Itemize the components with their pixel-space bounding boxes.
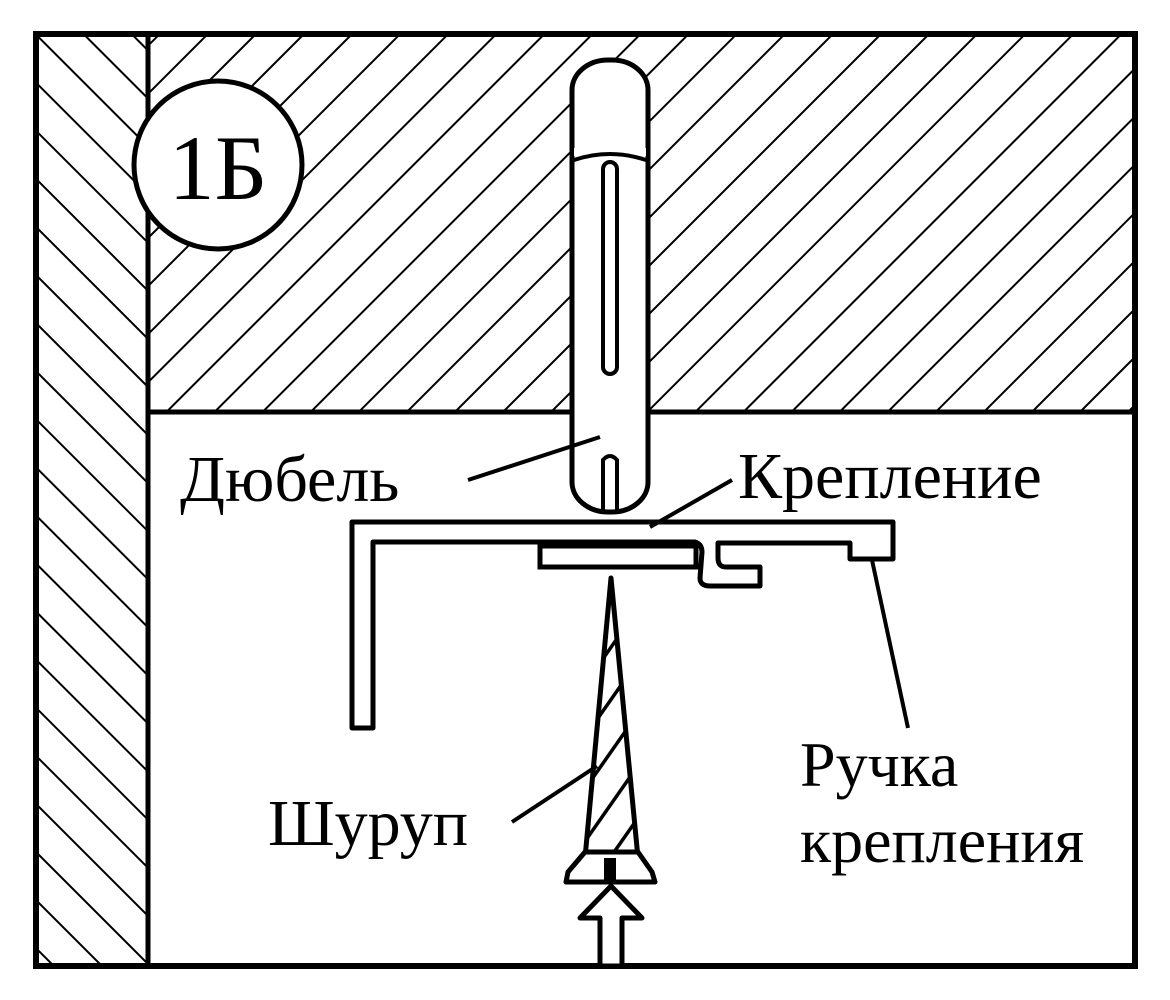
figure-badge <box>131 78 305 252</box>
bracket-leader-line <box>649 478 733 529</box>
figure-badge-text: 1Б <box>169 117 268 219</box>
screw-leader-line <box>510 764 599 824</box>
bracket <box>349 519 896 731</box>
wall-hatching <box>36 34 148 966</box>
push-arrow-icon <box>577 883 645 969</box>
handle-label-line1: Ручка <box>800 729 958 800</box>
screw-label: Шуруп <box>268 787 468 860</box>
diagram-frame <box>33 31 1138 969</box>
dowel-leader-line <box>467 435 601 482</box>
dowel <box>569 57 651 515</box>
handle-leader-line <box>870 559 910 729</box>
screw <box>563 575 658 885</box>
handle-label-line2: крепления <box>800 805 1084 876</box>
bracket-label: Крепление <box>738 440 1042 513</box>
dowel-label: Дюбель <box>180 443 399 516</box>
